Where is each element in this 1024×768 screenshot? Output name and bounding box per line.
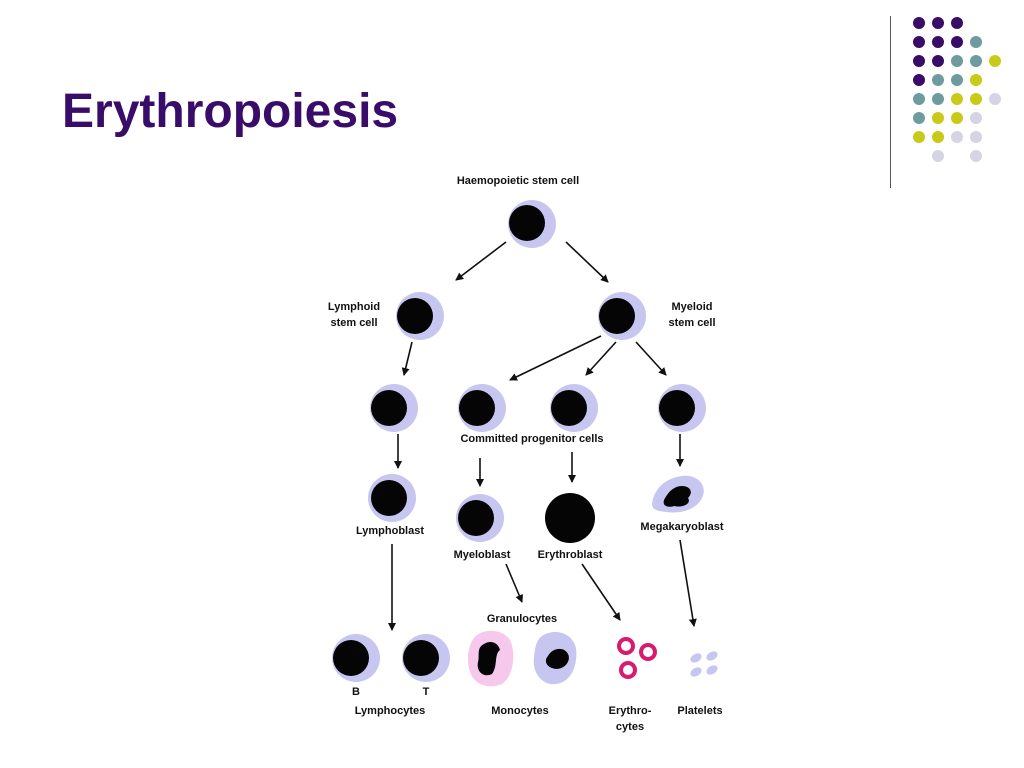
monocyte-pink xyxy=(467,630,514,687)
decorative-dot xyxy=(932,55,944,67)
myeloid-progenitor-cell xyxy=(458,384,506,432)
decorative-dot xyxy=(970,74,982,86)
arrow-to-platelets xyxy=(679,539,697,627)
decorative-dot xyxy=(932,36,944,48)
label-erythrocytes: Erythro- xyxy=(609,705,652,717)
decorative-dot xyxy=(970,112,982,124)
haemopoietic-stem-cell xyxy=(508,200,556,248)
label-committed-progenitor-cells: Committed progenitor cells xyxy=(460,433,603,445)
decorative-dot xyxy=(913,93,925,105)
myeloid-stem-cell xyxy=(598,292,646,340)
erythrocyte xyxy=(617,637,635,655)
label-lymphoid-stem-cell: stem cell xyxy=(330,317,377,329)
decorative-dot xyxy=(970,93,982,105)
megakaryoblast-cell xyxy=(652,475,704,513)
decorative-dot xyxy=(970,150,982,162)
label-myeloid-stem-cell: stem cell xyxy=(668,317,715,329)
label-erythrocytes-cytes: cytes xyxy=(616,721,644,733)
label-platelets: Platelets xyxy=(677,705,722,717)
diagram-canvas: Haemopoietic stem cell Lymphoid stem cel… xyxy=(328,175,724,733)
decorative-dot xyxy=(951,131,963,143)
decorative-dot xyxy=(913,17,925,29)
decorative-dot xyxy=(932,74,944,86)
platelet xyxy=(690,653,702,663)
lymphoid-stem-cell xyxy=(396,292,444,340)
label-erythroblast: Erythroblast xyxy=(538,549,603,561)
arrow-to-myeloid xyxy=(565,241,609,283)
label-lymphoblast: Lymphoblast xyxy=(356,525,424,537)
platelet xyxy=(706,651,718,661)
erythroblast-cell xyxy=(545,493,595,543)
arrow-myeloid-right xyxy=(635,341,667,376)
label-granulocytes: Granulocytes xyxy=(487,613,557,625)
decorative-dot xyxy=(932,150,944,162)
label-haemopoietic-stem-cell: Haemopoietic stem cell xyxy=(457,175,579,187)
arrows xyxy=(388,241,697,631)
label-lymphoid: Lymphoid xyxy=(328,301,380,313)
megakaryocyte-progenitor-cell xyxy=(658,384,706,432)
decorative-dot xyxy=(951,93,963,105)
decorative-dot xyxy=(951,112,963,124)
decorative-dot xyxy=(913,55,925,67)
decorative-dot xyxy=(932,112,944,124)
decorative-dot xyxy=(951,74,963,86)
decorative-dot xyxy=(932,131,944,143)
t-lymphocyte xyxy=(402,634,450,682)
arrow-to-erythrocytes xyxy=(581,563,621,621)
decorative-dot xyxy=(913,131,925,143)
arrow-to-granulocytes xyxy=(505,563,523,603)
myeloblast-cell xyxy=(456,494,504,542)
corner-divider xyxy=(890,16,891,188)
decorative-dot xyxy=(970,131,982,143)
decorative-dot xyxy=(989,55,1001,67)
arrow-myeloid-mid xyxy=(585,341,617,376)
monocyte-blue xyxy=(533,632,577,685)
decorative-dot xyxy=(951,36,963,48)
decorative-dot xyxy=(932,17,944,29)
decorative-dot xyxy=(970,55,982,67)
label-lymphocytes: Lymphocytes xyxy=(355,705,426,717)
platelets-group xyxy=(690,651,718,677)
decorative-dot xyxy=(913,112,925,124)
decorative-dot-grid xyxy=(913,17,1001,162)
label-monocytes: Monocytes xyxy=(491,705,548,717)
lymphoblast-cell xyxy=(368,474,416,522)
arrow-myeloid-left xyxy=(509,335,602,381)
platelet xyxy=(706,665,718,675)
haematopoiesis-diagram: Haemopoietic stem cell Lymphoid stem cel… xyxy=(316,160,736,740)
label-t: T xyxy=(423,686,430,698)
decorative-dot xyxy=(913,36,925,48)
platelet xyxy=(690,667,702,677)
arrow-to-lymphoid xyxy=(455,241,507,281)
decorative-dot xyxy=(913,74,925,86)
decorative-dot xyxy=(970,36,982,48)
erythrocyte xyxy=(639,643,657,661)
arrow-lymphoid-down xyxy=(401,341,413,376)
decorative-dot xyxy=(951,17,963,29)
erythrocyte xyxy=(619,661,637,679)
decorative-dot xyxy=(932,93,944,105)
label-myeloid: Myeloid xyxy=(672,301,713,313)
lymphoid-progenitor-cell xyxy=(370,384,418,432)
slide-title: Erythropoiesis xyxy=(62,85,399,138)
label-b: B xyxy=(352,686,360,698)
erythrocytes-group xyxy=(617,637,657,679)
decorative-dot xyxy=(989,93,1001,105)
label-myeloblast: Myeloblast xyxy=(454,549,511,561)
decorative-dot xyxy=(951,55,963,67)
b-lymphocyte xyxy=(332,634,380,682)
erythroid-progenitor-cell xyxy=(550,384,598,432)
label-megakaryoblast: Megakaryoblast xyxy=(640,521,723,533)
